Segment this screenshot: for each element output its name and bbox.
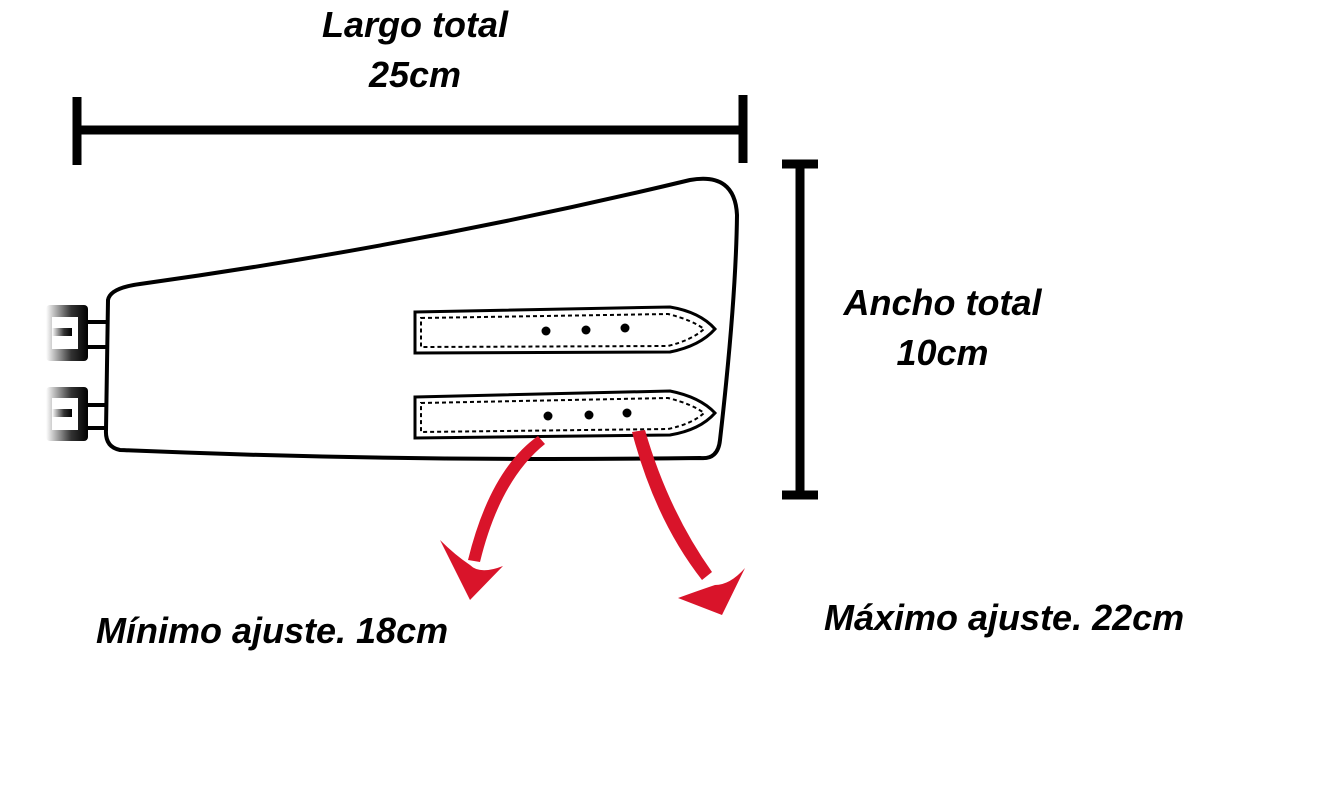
- max-fit-label: Máximo ajuste. 22cm: [824, 597, 1185, 638]
- min-fit-label: Mínimo ajuste. 18cm: [96, 610, 449, 651]
- width-title: Ancho total: [843, 282, 1042, 323]
- width-dimension-line: [782, 159, 818, 500]
- min-fit-arrow: [440, 436, 545, 600]
- width-label: Ancho total 10cm: [825, 278, 1060, 378]
- width-value: 10cm: [896, 332, 989, 373]
- strap-tab-bottom: [413, 389, 718, 440]
- buckle-top: [46, 305, 108, 361]
- length-value: 25cm: [368, 54, 462, 95]
- length-label: Largo total 25cm: [300, 0, 530, 100]
- length-title: Largo total: [322, 4, 508, 45]
- strap-tab-top: [413, 305, 718, 355]
- buckle-bottom: [46, 387, 108, 441]
- length-dimension-line: [72, 95, 748, 165]
- max-fit-arrow: [632, 430, 745, 615]
